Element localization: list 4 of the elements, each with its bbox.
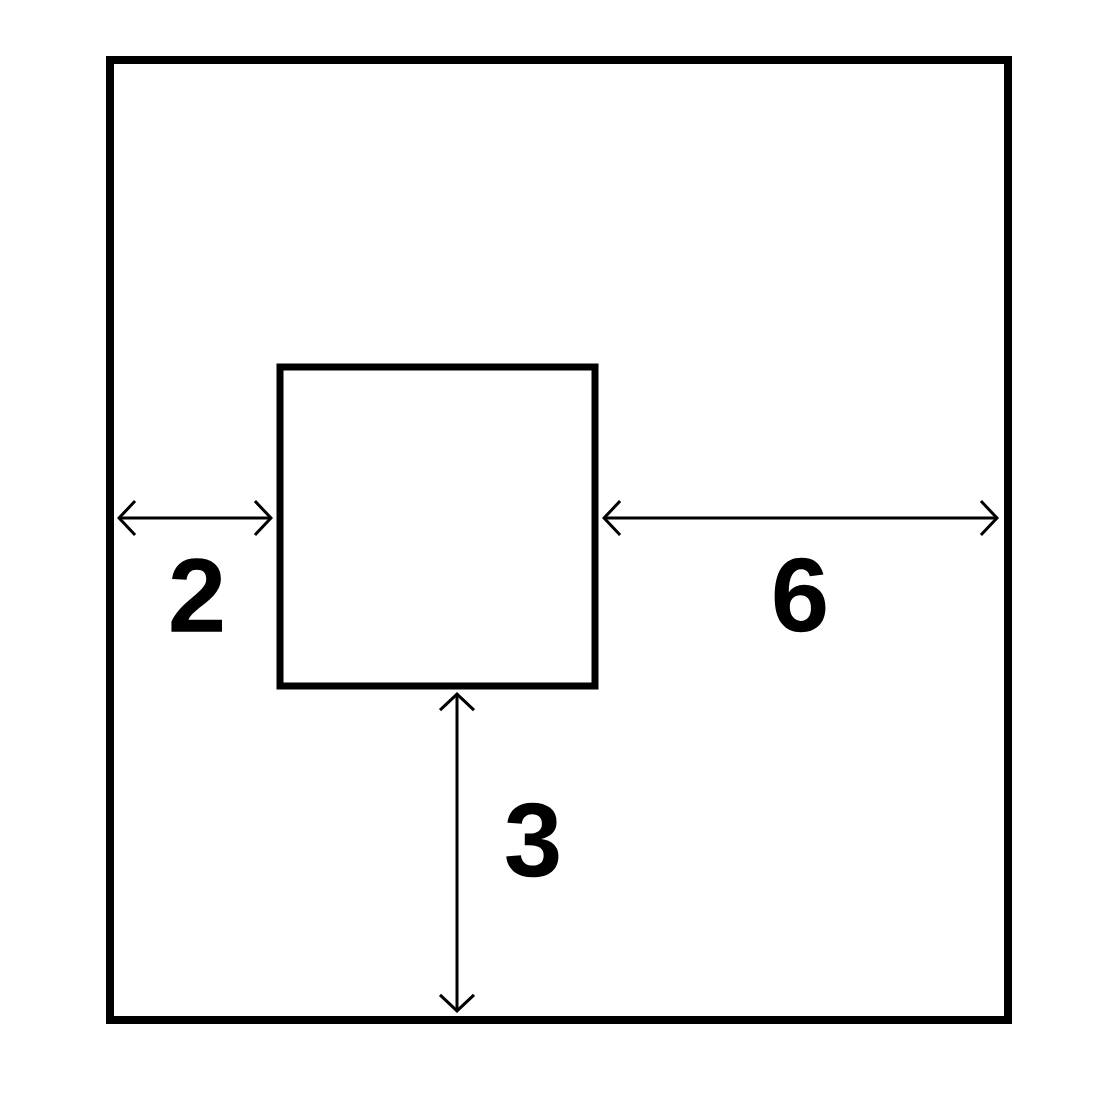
dimension-label: 3: [506, 802, 559, 878]
square-outline: [276, 363, 599, 690]
square-outline: [106, 56, 1012, 1024]
dimension-label: 6: [774, 557, 826, 633]
